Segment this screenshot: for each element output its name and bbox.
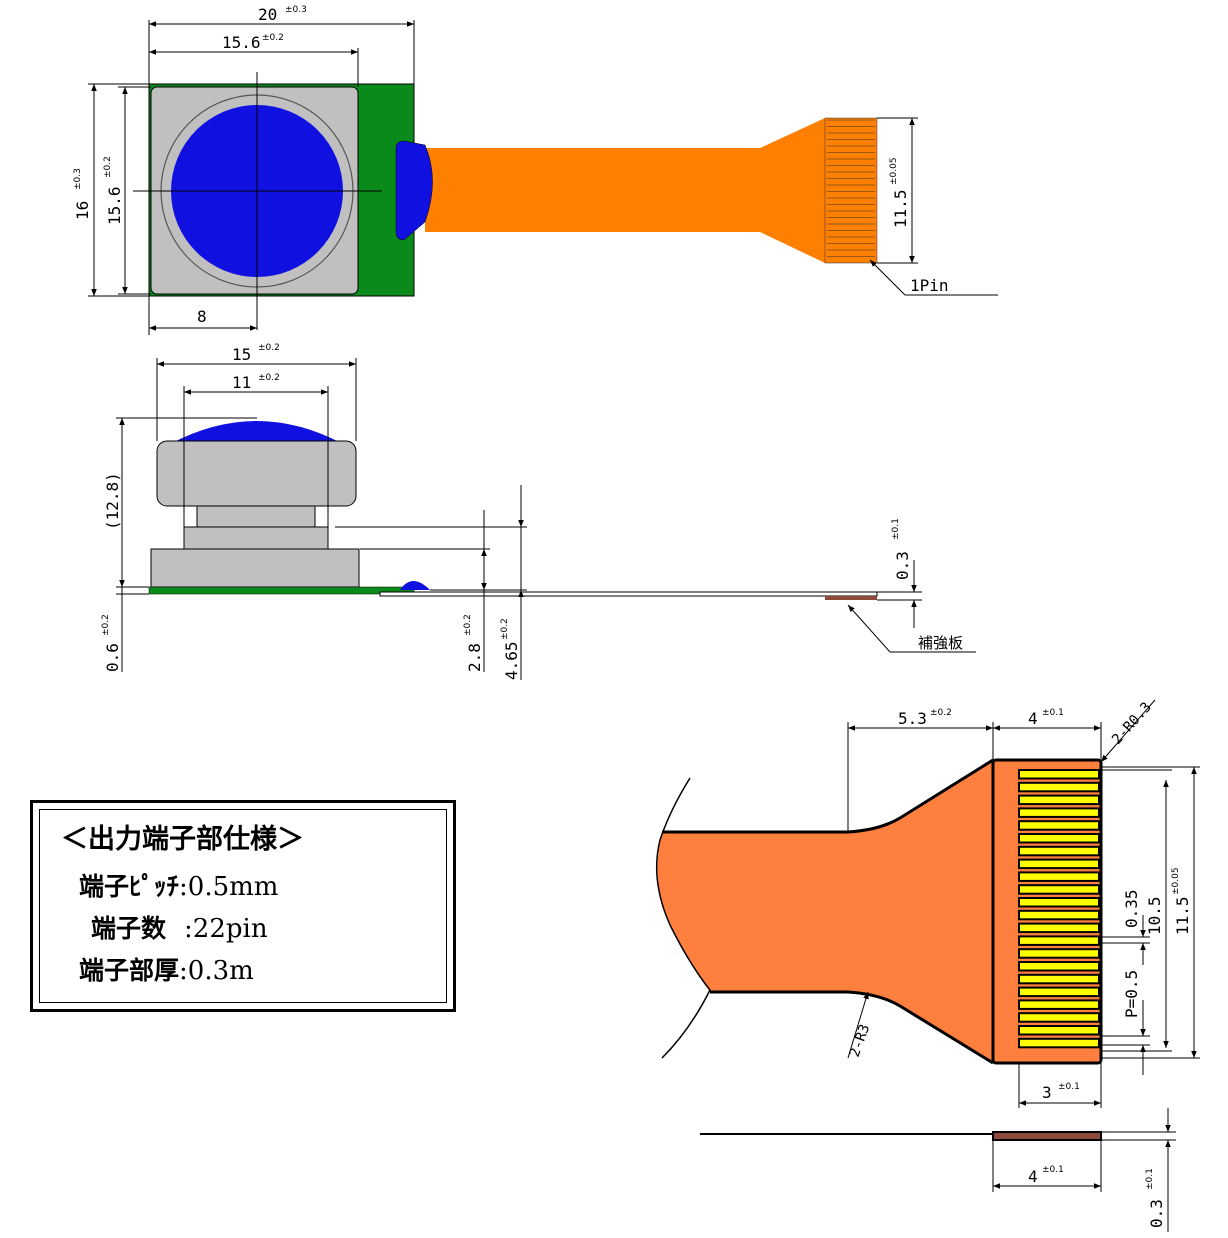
stiffener-label: 補強板 <box>918 634 963 652</box>
dim-tip-length: 4 <box>1028 709 1038 728</box>
connector-pad <box>1018 948 1100 959</box>
dim-width-tol: ±0.3 <box>285 5 307 15</box>
spec-value: :22pin <box>184 914 268 944</box>
connector-pad <box>1018 935 1100 946</box>
dim-stiffener-thickness-tol: ±0.1 <box>891 518 901 540</box>
dim-lens-block-width: 15.6 <box>222 33 261 52</box>
side-lens-barrel <box>156 440 357 507</box>
connector-pads <box>1018 769 1100 1049</box>
dim-lens-width: 11 <box>232 373 251 392</box>
dim-height: 16 <box>73 201 92 220</box>
connector-pad <box>1018 1012 1100 1023</box>
dim-pcb-thickness: 0.6 <box>103 643 122 672</box>
dim-pad-length-tol: ±0.1 <box>1058 1082 1080 1092</box>
connector-pad <box>1018 897 1100 908</box>
side-lens-dome <box>170 421 343 444</box>
dim-housing-height-tol: ±0.2 <box>500 618 510 640</box>
spec-row-count: 端子数 :22pin <box>91 909 268 945</box>
spec-label: 端子ﾋﾟｯﾁ <box>79 872 180 901</box>
side-pcb <box>148 586 415 595</box>
dim-housing-height: 4.65 <box>502 641 521 680</box>
dim-pcb-thickness-tol: ±0.2 <box>101 614 111 636</box>
dim-taper-length-tol: ±0.2 <box>930 708 952 718</box>
connector-pad <box>1018 922 1100 934</box>
top-view: 20 ±0.3 15.6 ±0.2 16 ±0.3 15.6 ±0.2 8 11… <box>73 5 998 335</box>
connector-pad <box>1018 909 1100 921</box>
connector-fpc-body <box>657 760 993 1063</box>
dim-taper-length: 5.3 <box>898 709 927 728</box>
dim-pad-width: 0.35 <box>1122 889 1141 928</box>
dim-corner-radius: 2-R0.3 <box>1109 699 1155 747</box>
dim-lens-block-width-tol: ±0.2 <box>262 33 284 43</box>
spec-row-pitch: 端子ﾋﾟｯﾁ:0.5mm <box>79 867 278 903</box>
side-base-lower <box>150 548 360 588</box>
connector-pad <box>1018 820 1100 831</box>
bottom-stiffener <box>992 1131 1102 1141</box>
connector-pad <box>1018 781 1100 793</box>
dim-pad-length: 3 <box>1042 1083 1052 1102</box>
dim-pad-span: 10.5 <box>1145 896 1164 935</box>
spec-value: :0.3m <box>179 956 254 986</box>
dim-total-height: (12.8) <box>103 472 122 530</box>
dim-bottom-length-tol: ±0.1 <box>1042 1165 1064 1175</box>
side-neck <box>196 505 316 528</box>
connector-pad <box>1018 884 1100 895</box>
fpc-cable <box>425 118 825 263</box>
dim-pitch: P=0.5 <box>1122 970 1141 1018</box>
pin-label: 1Pin <box>910 276 949 295</box>
connector-pad <box>1018 769 1100 780</box>
dim-fpc-height-tol: ±0.05 <box>889 157 899 185</box>
fpc-contact-lines <box>827 119 875 257</box>
connector-pad <box>1018 1037 1100 1049</box>
connector-pad <box>1018 999 1100 1010</box>
dim-lens-block-height-tol: ±0.2 <box>103 156 113 178</box>
dim-tip-length-tol: ±0.1 <box>1042 708 1064 718</box>
spec-box: ＜出力端子部仕様＞ 端子ﾋﾟｯﾁ:0.5mm 端子数:22pin 端子部厚:0.… <box>30 800 456 1012</box>
dim-width: 20 <box>258 5 277 24</box>
dim-stiffener-thickness: 0.3 <box>893 551 912 580</box>
connector-pad <box>1018 871 1100 882</box>
connector-blob <box>395 140 433 241</box>
dim-bottom-thickness: 0.3 <box>1147 1199 1166 1228</box>
connector-view: 5.3 ±0.2 4 ±0.1 2-R0.3 2-R3 11.5 ±0.05 1… <box>655 699 1200 1232</box>
connector-pad <box>1018 1025 1100 1036</box>
dim-fpc-height: 11.5 <box>891 189 910 228</box>
side-base-upper <box>183 526 329 550</box>
dim-total-width-tol: ±0.05 <box>1171 867 1181 895</box>
connector-pad <box>1018 986 1100 998</box>
dim-height-tol: ±0.3 <box>73 168 83 190</box>
dim-bend-radius: 2-R3 <box>847 1022 874 1059</box>
dim-bottom-length: 4 <box>1028 1167 1038 1186</box>
connector-pad <box>1018 973 1100 985</box>
dim-bottom-thickness-tol: ±0.1 <box>1145 1168 1155 1190</box>
spec-label: 端子部厚 <box>79 956 180 985</box>
connector-pad <box>1018 807 1100 818</box>
connector-pad <box>1018 961 1100 972</box>
side-connector-blob <box>400 581 430 590</box>
dim-step-height-tol: ±0.2 <box>463 614 473 636</box>
dim-step-height: 2.8 <box>465 643 484 672</box>
connector-pad <box>1018 845 1100 857</box>
connector-pad <box>1018 833 1100 844</box>
dim-top-width-tol: ±0.2 <box>258 343 280 353</box>
connector-pad <box>1018 794 1100 806</box>
dim-top-width: 15 <box>232 345 251 364</box>
spec-label: 端子数 <box>91 914 167 943</box>
spec-value: :0.5mm <box>179 872 279 902</box>
dim-total-width: 11.5 <box>1173 896 1192 935</box>
spec-box-inner <box>39 809 447 1003</box>
connector-pad <box>1018 858 1100 870</box>
fpc-contacts <box>824 117 878 264</box>
side-fpc <box>379 591 878 597</box>
side-view: 15 ±0.2 11 ±0.2 (12.8) 0.6 ±0.2 2.8 ±0.2… <box>101 343 976 680</box>
dim-center-offset: 8 <box>197 307 207 326</box>
dim-lens-block-height: 15.6 <box>105 186 124 225</box>
dim-lens-width-tol: ±0.2 <box>258 373 280 383</box>
spec-title: ＜出力端子部仕様＞ <box>61 824 304 855</box>
side-stiffener <box>825 596 877 600</box>
spec-row-thickness: 端子部厚:0.3m <box>79 951 254 987</box>
